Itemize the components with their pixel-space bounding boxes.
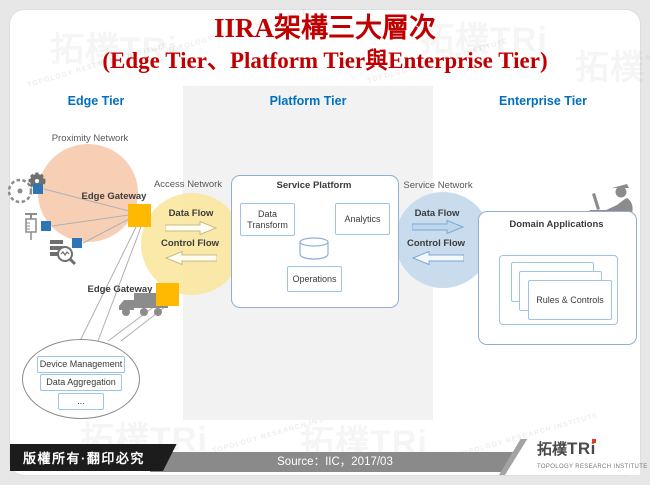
data-magnifier-icon [48, 238, 78, 273]
platform-tier-heading: Platform Tier [269, 94, 347, 108]
copyright-text: 版權所有·翻印必究 [23, 451, 145, 466]
title-line-2: (Edge Tier、Platform Tier與Enterprise Tier… [102, 48, 548, 73]
access-data-flow-label: Data Flow [168, 208, 214, 219]
service-control-flow-label: Control Flow [406, 238, 466, 249]
device-node-square [41, 221, 51, 231]
access-control-flow-arrow [164, 250, 218, 270]
edge-gateway-2-node [156, 283, 179, 306]
domain-applications-label: Domain Applications [509, 219, 604, 230]
access-control-flow-label: Control Flow [160, 238, 220, 249]
gears-icon [6, 171, 50, 212]
device-management-box: Device Management [37, 356, 125, 373]
database-cylinder-icon [298, 237, 330, 265]
syringe-icon [21, 212, 41, 247]
edge-gateway-1-node [128, 204, 151, 227]
source-text: Source：IIC，2017/03 [277, 456, 393, 468]
edge-tier-heading: Edge Tier [67, 94, 125, 108]
data-aggregation-box: Data Aggregation [40, 374, 122, 391]
enterprise-tier-heading: Enterprise Tier [498, 94, 587, 108]
access-data-flow-arrow [164, 220, 218, 240]
service-control-flow-arrow [411, 250, 465, 270]
edge-gateway-1-label: Edge Gateway [81, 191, 147, 202]
service-platform-label: Service Platform [276, 180, 352, 191]
service-data-flow-label: Data Flow [414, 208, 460, 219]
service-data-flow-arrow [411, 219, 465, 239]
service-network-label: Service Network [403, 180, 473, 191]
title-line-1: IIRA架構三大層次 [213, 13, 436, 43]
logo-latin-text: TRi [567, 439, 596, 458]
proximity-network-label: Proximity Network [51, 133, 129, 144]
logo-cjk-text: 拓樸 [537, 441, 568, 458]
rules-controls-card: Rules & Controls [528, 280, 612, 320]
source-bar: Source：IIC，2017/03 [150, 452, 520, 472]
tri-logo: 拓樸TRi TOPOLOGY RESEARCH INSTITUTE [537, 440, 648, 476]
device-node-square [33, 184, 43, 194]
logo-subtitle-text: TOPOLOGY RESEARCH INSTITUTE [537, 464, 648, 470]
slide-title: IIRA架構三大層次 (Edge Tier、Platform Tier與Ente… [20, 12, 630, 76]
access-network-circle [141, 193, 243, 295]
service-network-circle [395, 192, 491, 288]
more-functions-box: ... [58, 393, 104, 410]
device-node-square [72, 238, 82, 248]
data-transform-box: Data Transform [240, 203, 295, 236]
copyright-banner: 版權所有·翻印必究 [10, 444, 177, 471]
access-network-label: Access Network [153, 179, 223, 190]
operations-box: Operations [287, 266, 342, 292]
analytics-box: Analytics [335, 203, 390, 235]
